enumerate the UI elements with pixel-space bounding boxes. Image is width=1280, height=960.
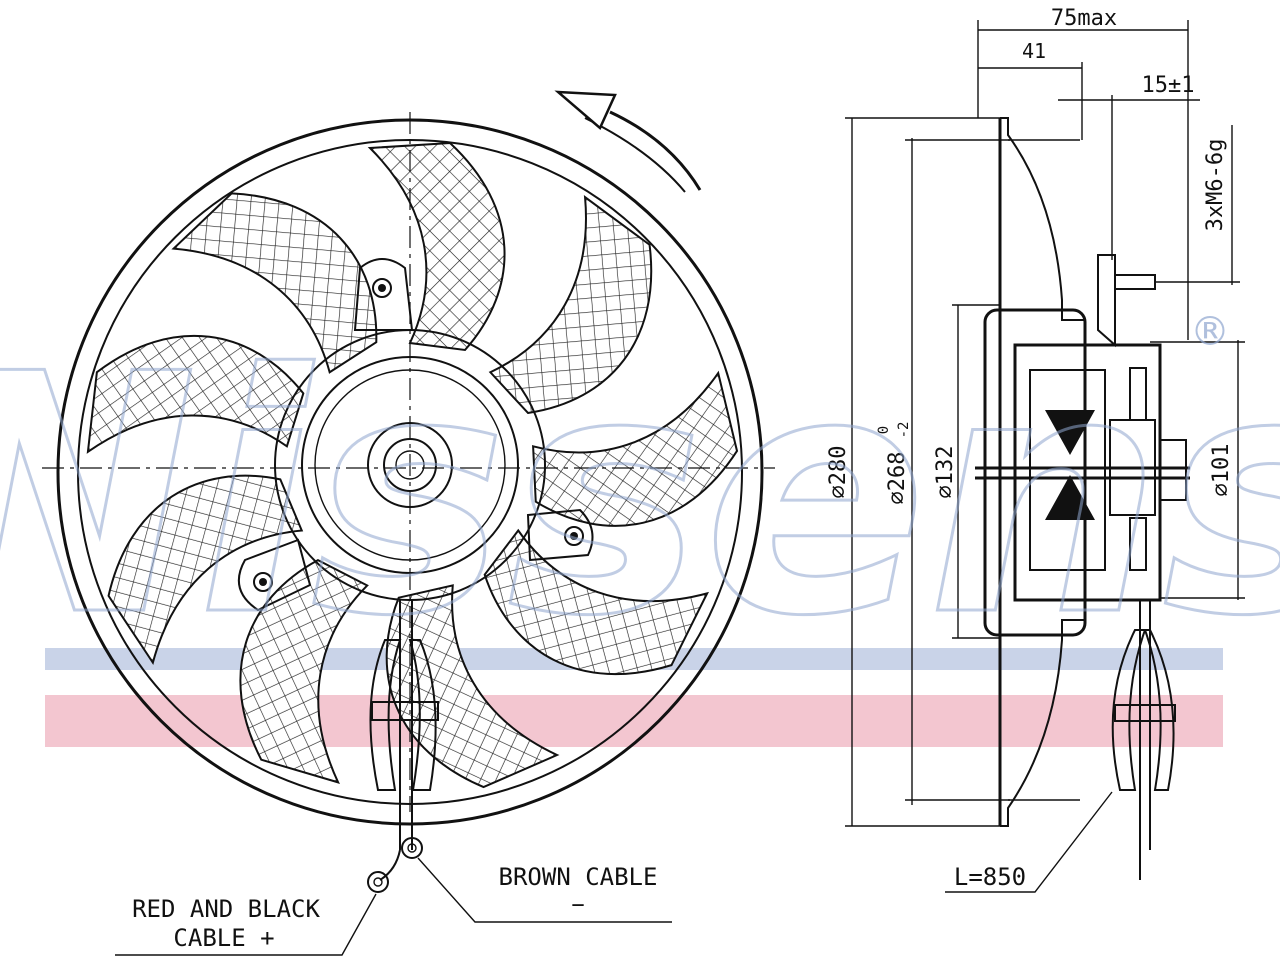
fan-blade [239,558,369,784]
dim-outer-diameter-label: ⌀280 [826,446,851,499]
red-black-cable-wire [379,849,401,881]
shroud-profile-bottom [1000,619,1085,827]
ring-terminal-icon [401,837,423,859]
mounting-stud [1114,274,1156,290]
watermark-logo-text: Nissens [0,304,1280,688]
side-view: 75max 41 15±1 3xM6-6g ⌀280 ⌀26 [826,6,1245,893]
dim-hub-depth-label: 41 [1022,39,1046,63]
dim-flange-diameter-label: ⌀101 [1209,444,1234,497]
dim-blade-tol-upper: 0 [876,426,892,434]
red-black-cable-polarity: CABLE + [173,924,274,952]
mounting-ear-top [353,258,414,331]
motor-windings [1029,369,1106,571]
bolt-hole-icon [372,278,392,298]
red-black-cable-label: RED AND BLACK [132,895,320,923]
cable-bundle [367,600,439,893]
registered-mark-icon: ® [1190,309,1230,355]
shaft [395,450,425,480]
dim-total-depth-label: 75max [1051,6,1117,31]
bolt-hole-icon [564,526,584,546]
dim-hub-depth: 41 [978,39,1083,140]
dim-stud-length-label: 15±1 [1142,73,1195,98]
fan-blade [385,584,560,789]
fan-blade [86,334,305,454]
dim-motor-diameter: ⌀132 [933,304,1000,639]
brush-top [1129,367,1147,421]
rotor-core [1045,410,1095,520]
fan-blade [367,141,506,352]
dim-blade-diameter: ⌀268 0 -2 [876,138,1010,805]
bolt-hole-icon [253,572,273,592]
dim-thread: 3xM6-6g [1155,125,1240,285]
rotation-direction-arrow-icon [554,90,702,193]
front-view: BROWN CABLE − RED AND BLACK CABLE + [42,90,775,956]
shroud-profile-top [1000,117,1085,321]
dim-outer-diameter: ⌀280 [826,117,1000,827]
fan-blade [483,528,710,676]
brown-cable-polarity: − [571,893,584,918]
bearing-cap [1159,439,1187,501]
watermark: Nissens ® [0,303,1280,690]
brown-cable-label: BROWN CABLE [499,863,658,891]
mounting-ear-left [237,538,312,612]
dim-thread-label: 3xM6-6g [1203,139,1228,232]
watermark-stripe-red [45,695,1223,747]
motor-mount-plate [983,308,1087,637]
fan-blades [86,141,739,789]
brush-bottom [1129,517,1147,571]
ring-terminal-icon [367,871,389,893]
mounting-bracket [1097,254,1116,348]
dim-stud-length: 15±1 [1058,73,1200,260]
brown-cable-leader [417,857,672,923]
dim-total-depth: 75max [977,6,1189,340]
fan-blade [488,195,653,415]
shaft-collar [383,438,437,492]
fan-blade [107,474,304,666]
dim-motor-diameter-label: ⌀132 [933,446,958,499]
cable-length-label: L=850 [954,863,1026,891]
dim-flange-diameter: ⌀101 [1150,340,1245,600]
dim-blade-diameter-label: ⌀268 [885,452,910,505]
red-black-cable-leader [115,893,377,956]
dim-blade-tol-lower: -2 [896,422,912,439]
mounting-ear-right [526,508,594,562]
cable-length-leader [945,791,1113,893]
fan-blade [171,192,378,374]
fan-blade [532,370,739,527]
